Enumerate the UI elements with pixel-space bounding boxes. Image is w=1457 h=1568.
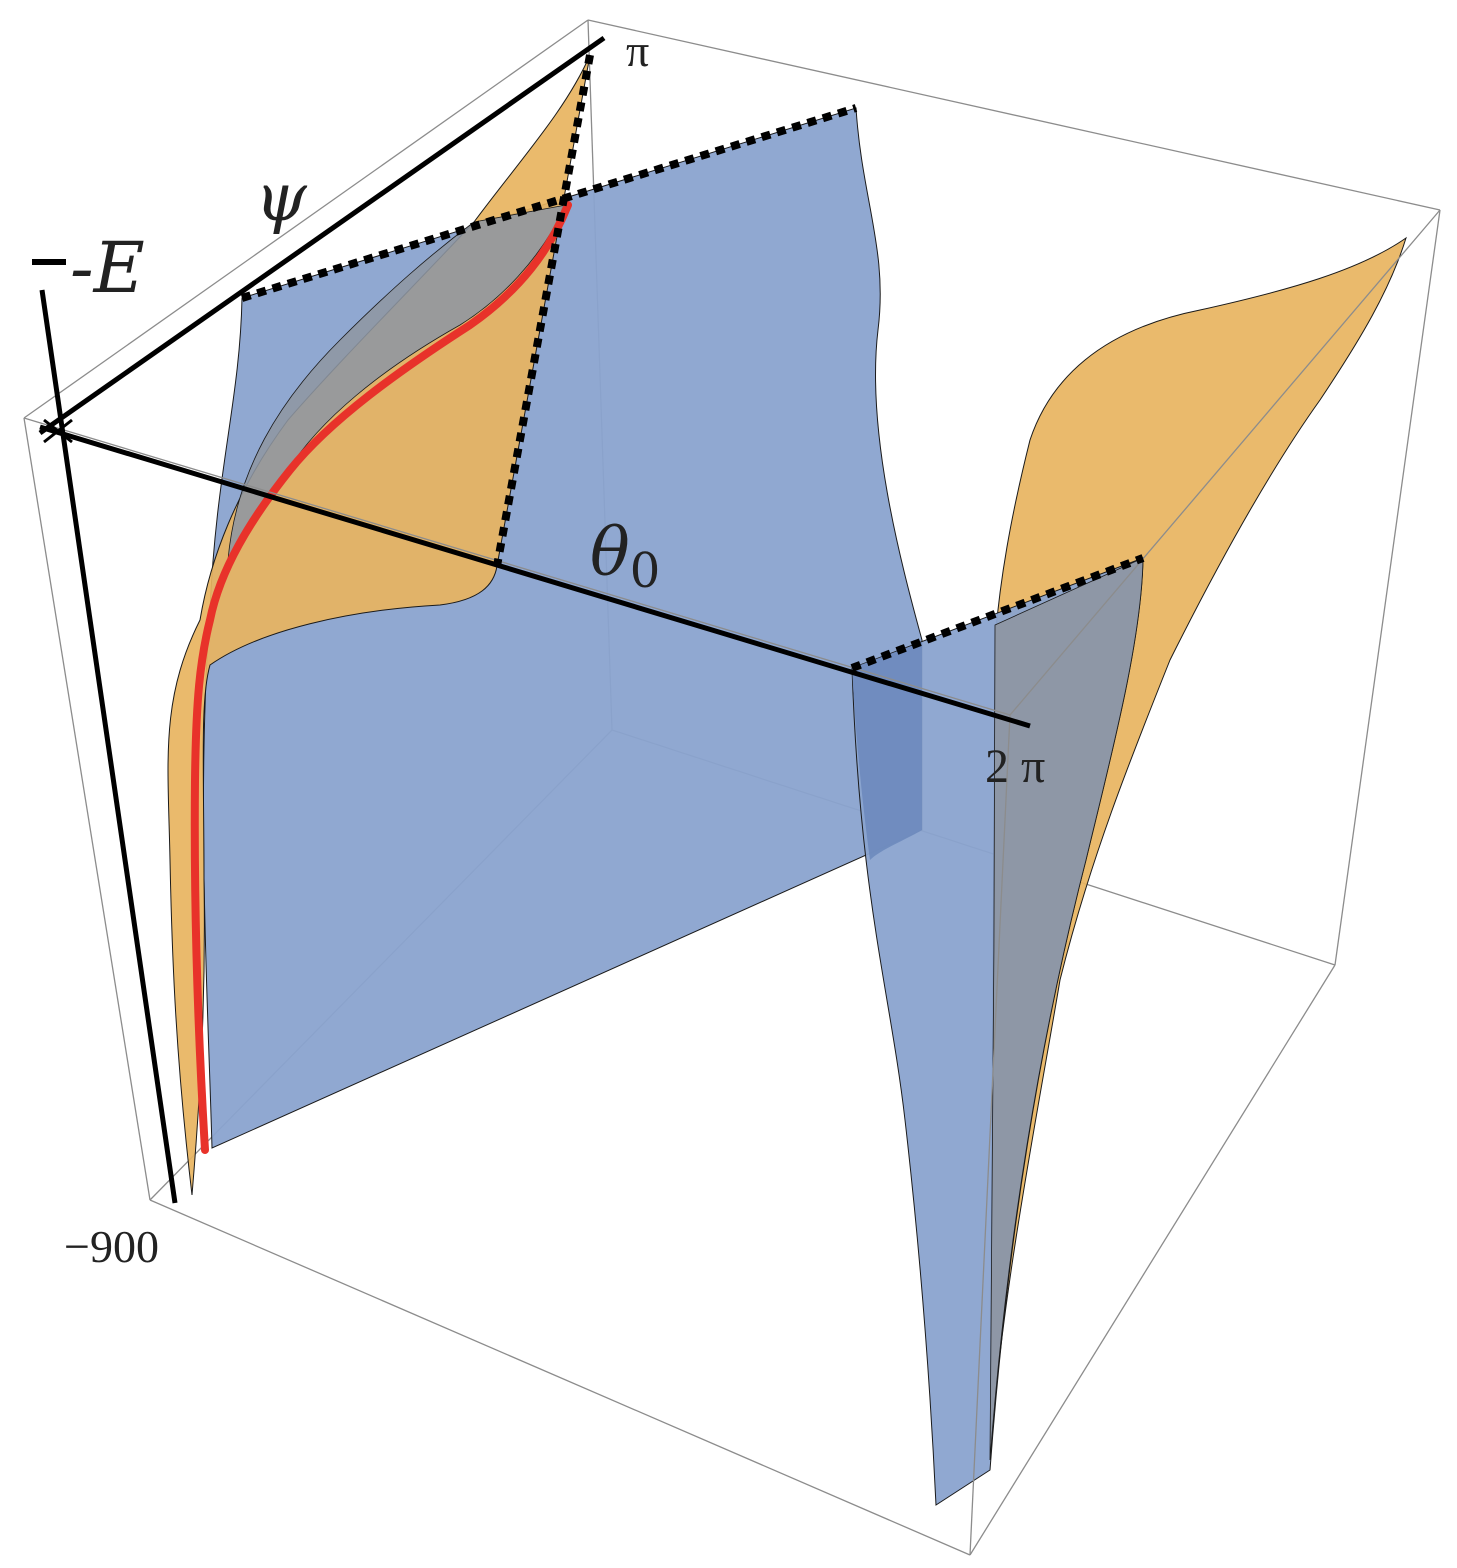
overlap-region-right: [989, 557, 1144, 1461]
origin-marker: [43, 418, 73, 444]
energy-axis-label: -E: [70, 227, 145, 309]
axis-psi: [38, 35, 606, 436]
blue-sheet-left: [202, 107, 923, 1149]
energy-min-tick-label: −900: [64, 1221, 159, 1272]
theta-subscript: 0: [630, 543, 661, 599]
theta-axis-label: θ0: [590, 514, 660, 599]
psi-max-tick-label: π: [626, 25, 649, 76]
axes: [32, 35, 1031, 1204]
theta-symbol: θ: [590, 514, 630, 591]
blue-overlap-strip: [852, 642, 922, 860]
highlight-curve: [190, 201, 572, 1154]
axis-theta: [39, 424, 1031, 729]
orange-sheet-right: [989, 236, 1407, 1461]
dotted-boundaries: [240, 54, 1145, 672]
bounding-box-front: [23, 19, 1441, 1556]
theta-max-tick-label: 2 π: [985, 740, 1045, 793]
axis-energy: [39, 289, 178, 1204]
psi-axis-label: ψ: [255, 159, 308, 236]
